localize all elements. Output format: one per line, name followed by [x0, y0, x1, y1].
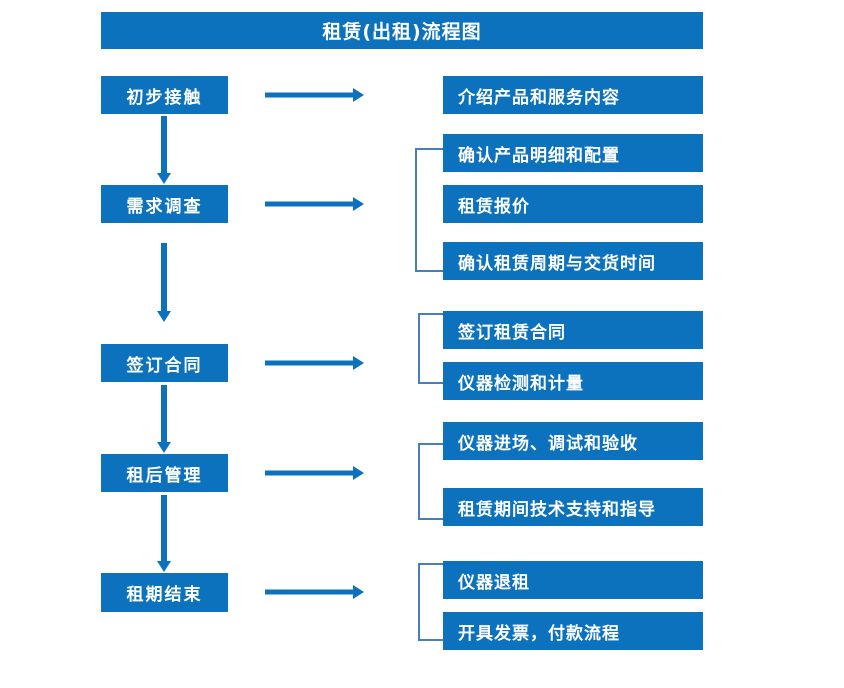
- detail-box-5[interactable]: 签订租赁合同: [443, 311, 703, 349]
- group-bracket-3: [418, 313, 443, 384]
- stage-box-1[interactable]: 初步接触: [101, 76, 228, 114]
- right-arrow-stage-2: [265, 195, 364, 213]
- down-arrow-3-to-4: [151, 385, 177, 453]
- stage-box-2[interactable]: 需求调查: [101, 185, 228, 223]
- down-arrow-2-to-3: [151, 243, 177, 322]
- detail-box-6[interactable]: 仪器检测和计量: [443, 362, 703, 400]
- detail-box-10[interactable]: 开具发票，付款流程: [443, 612, 703, 650]
- right-arrow-stage-5: [265, 583, 364, 601]
- detail-box-1[interactable]: 介绍产品和服务内容: [443, 76, 703, 114]
- stage-box-3[interactable]: 签订合同: [101, 344, 228, 382]
- right-arrow-stage-3: [265, 354, 364, 372]
- group-bracket-4: [418, 443, 443, 520]
- detail-box-3[interactable]: 租赁报价: [443, 185, 703, 223]
- chart-title: 租赁(出租)流程图: [101, 12, 703, 49]
- right-arrow-stage-1: [265, 86, 364, 104]
- stage-box-4[interactable]: 租后管理: [101, 454, 228, 492]
- detail-box-8[interactable]: 租赁期间技术支持和指导: [443, 488, 703, 526]
- detail-box-9[interactable]: 仪器退租: [443, 561, 703, 599]
- detail-box-4[interactable]: 确认租赁周期与交货时间: [443, 242, 703, 280]
- down-arrow-1-to-2: [151, 116, 177, 184]
- detail-box-2[interactable]: 确认产品明细和配置: [443, 134, 703, 172]
- stage-box-5[interactable]: 租期结束: [101, 573, 228, 612]
- group-bracket-5: [418, 563, 443, 641]
- right-arrow-stage-4: [265, 464, 364, 482]
- down-arrow-4-to-5: [151, 495, 177, 572]
- detail-box-7[interactable]: 仪器进场、调试和验收: [443, 422, 703, 460]
- group-bracket-2: [415, 148, 443, 272]
